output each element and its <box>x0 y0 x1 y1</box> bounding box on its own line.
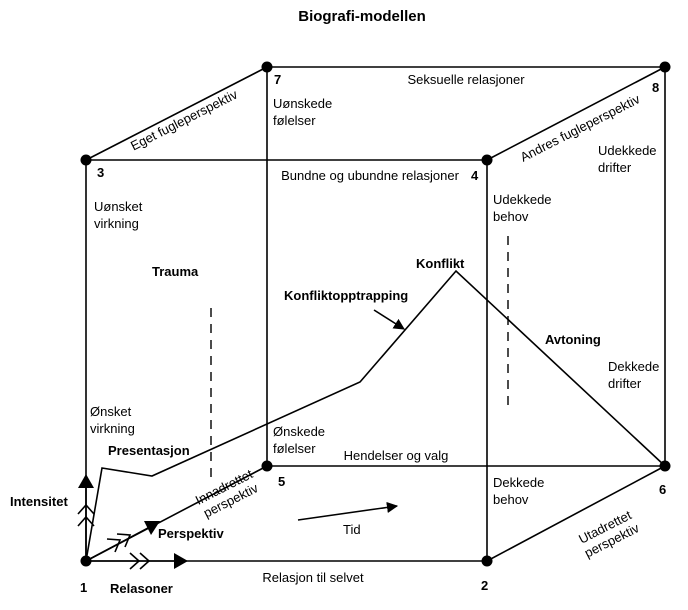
curve-label-avtoning: Avtoning <box>545 332 601 347</box>
axis-label-tid: Tid <box>343 522 361 537</box>
note-c8-line1: Udekkede <box>598 143 657 158</box>
corner-label-2: 2 <box>481 578 488 593</box>
corner-dots <box>80 61 671 567</box>
corner-label-4: 4 <box>471 168 479 183</box>
corner-label-3: 3 <box>97 165 104 180</box>
note-c4-line1: Udekkede <box>493 192 552 207</box>
note-c6-line2: drifter <box>608 376 642 391</box>
axis-arrows <box>77 474 188 570</box>
corner-dot-6 <box>659 460 671 472</box>
relasoner-fletch-2 <box>129 552 141 570</box>
note-c7-line1: Uønskede <box>273 96 332 111</box>
note-c5-line1: Ønskede <box>273 424 325 439</box>
note-c2-line2: behov <box>493 492 529 507</box>
curve-label-konflikt: Konflikt <box>416 256 465 271</box>
edge-2-6 <box>486 465 666 562</box>
corner-label-1: 1 <box>80 580 87 595</box>
edge-label-relasjon-til-selvet: Relasjon til selvet <box>262 570 364 585</box>
note-c4-line2: behov <box>493 209 529 224</box>
biography-curve <box>85 269 666 562</box>
note-c1-line2: virkning <box>90 421 135 436</box>
perspektiv-arrowhead <box>144 521 160 535</box>
note-c2-line1: Dekkede <box>493 475 544 490</box>
cube-edges <box>85 66 666 562</box>
corner-dot-2 <box>481 555 493 567</box>
curve-label-trauma: Trauma <box>152 264 199 279</box>
edge-label-eget-fugleperspektiv: Eget fugleperspektiv <box>128 86 240 153</box>
relasoner-arrowhead <box>174 553 188 569</box>
tid-arrow <box>297 501 399 521</box>
perspektiv-fletch-2 <box>106 538 122 553</box>
intensitet-fletch-1 <box>77 503 95 515</box>
relasoner-fletch-1 <box>139 552 151 570</box>
note-c5-line2: følelser <box>273 441 316 456</box>
axis-label-perspektiv: Perspektiv <box>158 526 225 541</box>
corner-label-5: 5 <box>278 474 285 489</box>
note-c3-line2: virkning <box>94 216 139 231</box>
edge-4-8 <box>486 66 666 161</box>
corner-label-7: 7 <box>274 72 281 87</box>
note-c7-line2: følelser <box>273 113 316 128</box>
curve-label-konfliktopptrapping: Konfliktopptrapping <box>284 288 408 303</box>
corner-dot-3 <box>80 154 92 166</box>
edge-label-seksuelle-relasjoner: Seksuelle relasjoner <box>407 72 525 87</box>
corner-dot-4 <box>481 154 493 166</box>
edge-label-hendelser-og-valg: Hendelser og valg <box>344 448 449 463</box>
axis-label-intensitet: Intensitet <box>10 494 68 509</box>
corner-label-8: 8 <box>652 80 659 95</box>
perspektiv-axis <box>85 527 149 562</box>
note-c3-line1: Uønsket <box>94 199 143 214</box>
note-c8-line2: drifter <box>598 160 632 175</box>
axis-label-relasoner: Relasoner <box>110 581 173 596</box>
intensitet-fletch-2 <box>77 515 95 527</box>
edge-label-bundne-relasjoner: Bundne og ubundne relasjoner <box>281 168 459 183</box>
corner-dot-8 <box>659 61 671 73</box>
diagram-title: Biografi-modellen <box>298 8 426 25</box>
curve-label-presentasjon: Presentasjon <box>108 443 190 458</box>
corner-dot-5 <box>261 460 273 472</box>
corner-dot-7 <box>261 61 273 73</box>
note-c6-line1: Dekkede <box>608 359 659 374</box>
perspektiv-fletch-1 <box>116 533 132 548</box>
corner-label-6: 6 <box>659 482 666 497</box>
intensitet-arrowhead <box>78 474 94 488</box>
note-c1-line1: Ønsket <box>90 404 132 419</box>
konfliktopptrapping-arrow <box>373 309 405 330</box>
edge-3-7 <box>85 66 268 161</box>
